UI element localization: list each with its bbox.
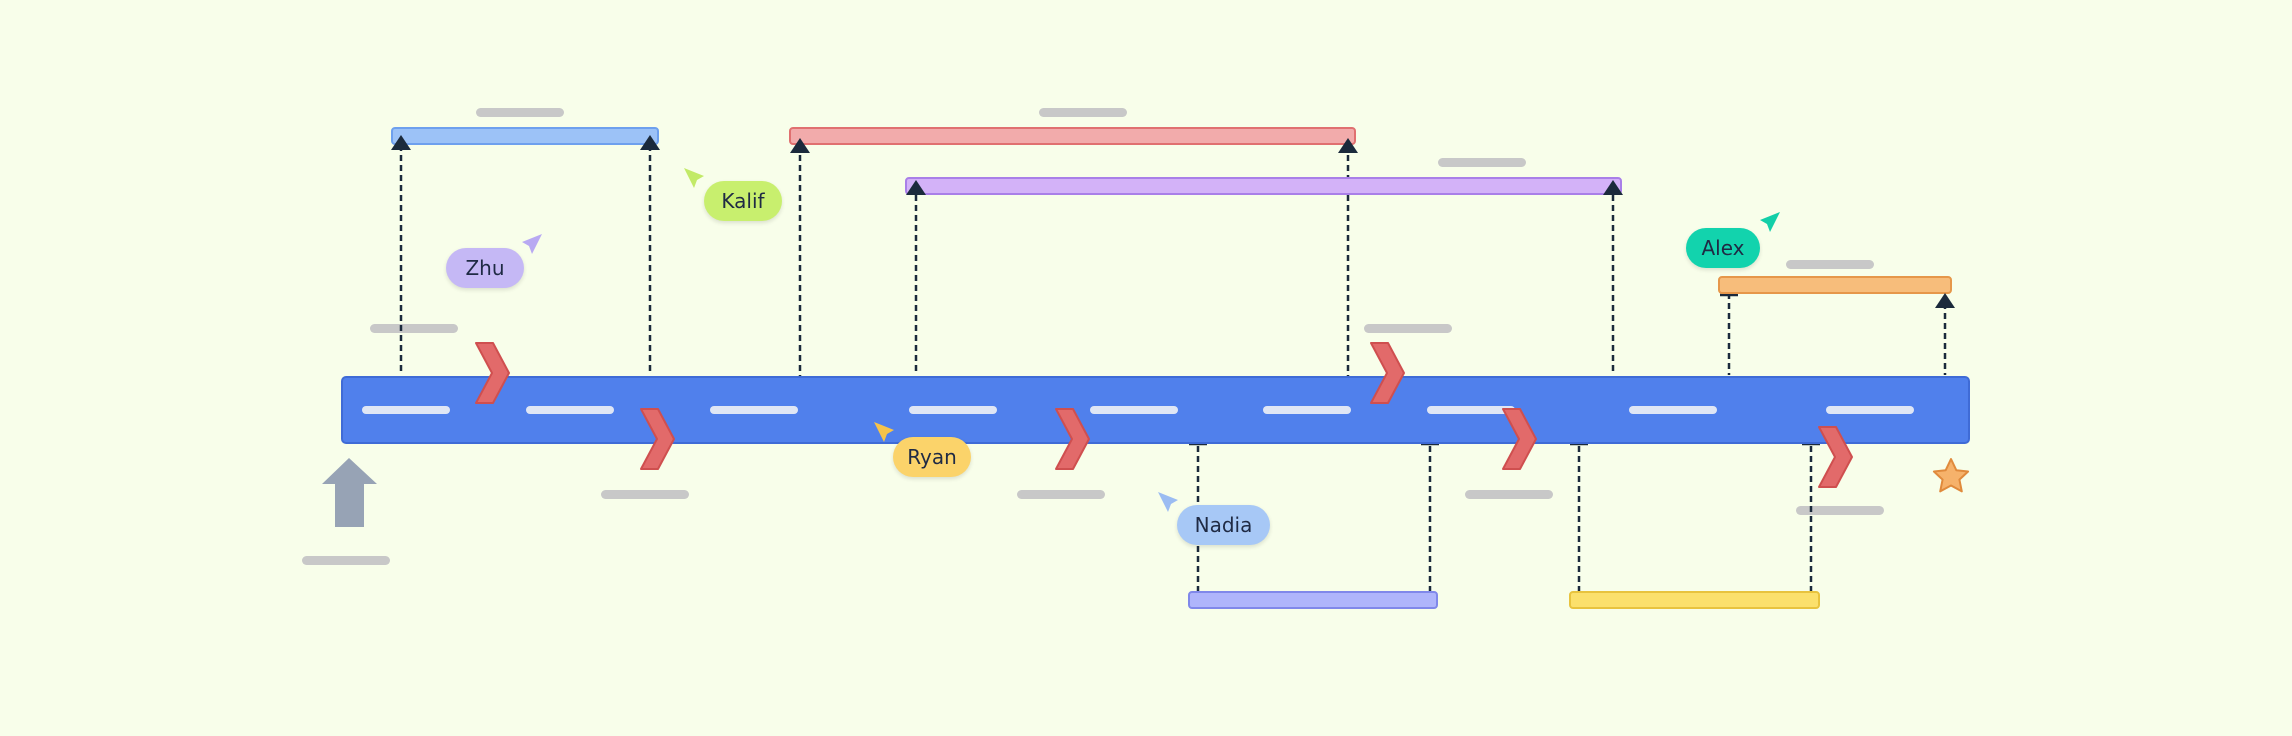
placeholder-label [370, 324, 458, 333]
road-dash [1629, 406, 1717, 414]
placeholder-label [601, 490, 689, 499]
chevron-right-icon [475, 342, 510, 404]
arrowhead-icon [1935, 293, 1955, 308]
star-icon [1932, 458, 1970, 493]
placeholder-label [1796, 506, 1884, 515]
collaborator-tag-kalif: Kalif [704, 181, 782, 221]
chevron-right-icon [1502, 408, 1537, 470]
cursor-pointer-icon [522, 234, 542, 254]
road-dash [1090, 406, 1178, 414]
road-dash [710, 406, 798, 414]
placeholder-label [476, 108, 564, 117]
up-arrow-icon [322, 458, 377, 527]
placeholder-label [1465, 490, 1553, 499]
milestone-chevrons [475, 342, 1853, 488]
cursor-pointer-icon [1158, 492, 1178, 512]
arrowhead-icon [1338, 138, 1358, 153]
arrowhead-icon [640, 135, 660, 150]
arrowhead-icon [906, 180, 926, 195]
road-dash [526, 406, 614, 414]
placeholder-label [1364, 324, 1452, 333]
phase-bar-orange[interactable] [1718, 276, 1952, 294]
road-dash [1263, 406, 1351, 414]
placeholder-label [1039, 108, 1127, 117]
collaborator-tag-nadia: Nadia [1177, 505, 1270, 545]
road-dash [909, 406, 997, 414]
phase-bar-yellow[interactable] [1569, 591, 1820, 609]
road-dash [1427, 406, 1515, 414]
road-dash [362, 406, 450, 414]
arrowhead-icon [790, 138, 810, 153]
road-dash [1826, 406, 1914, 414]
cursor-pointer-icon [1760, 212, 1780, 232]
cursor-pointer-icon [874, 422, 894, 442]
phase-bar-purple[interactable] [905, 177, 1622, 195]
cursor-pointer-icon [684, 168, 704, 188]
placeholder-labels [302, 108, 1884, 565]
chevron-right-icon [1055, 408, 1090, 470]
chevron-right-icon [1370, 342, 1405, 404]
chevron-right-icon [640, 408, 675, 470]
collaborator-tag-zhu: Zhu [446, 248, 524, 288]
placeholder-label [1017, 490, 1105, 499]
chevron-right-icon [1818, 426, 1853, 488]
phase-bar-red[interactable] [789, 127, 1356, 145]
placeholder-label [302, 556, 390, 565]
phase-bar-blue[interactable] [391, 127, 659, 145]
connectors [399, 145, 1947, 592]
collaborator-tag-alex: Alex [1686, 228, 1760, 268]
phase-bar-periwinkle[interactable] [1188, 591, 1438, 609]
collaborator-tag-ryan: Ryan [893, 437, 971, 477]
timeline-road [341, 376, 1970, 444]
placeholder-label [1786, 260, 1874, 269]
connector-arrowheads [391, 135, 1955, 308]
placeholder-label [1438, 158, 1526, 167]
arrowhead-icon [1603, 180, 1623, 195]
arrowhead-icon [391, 135, 411, 150]
